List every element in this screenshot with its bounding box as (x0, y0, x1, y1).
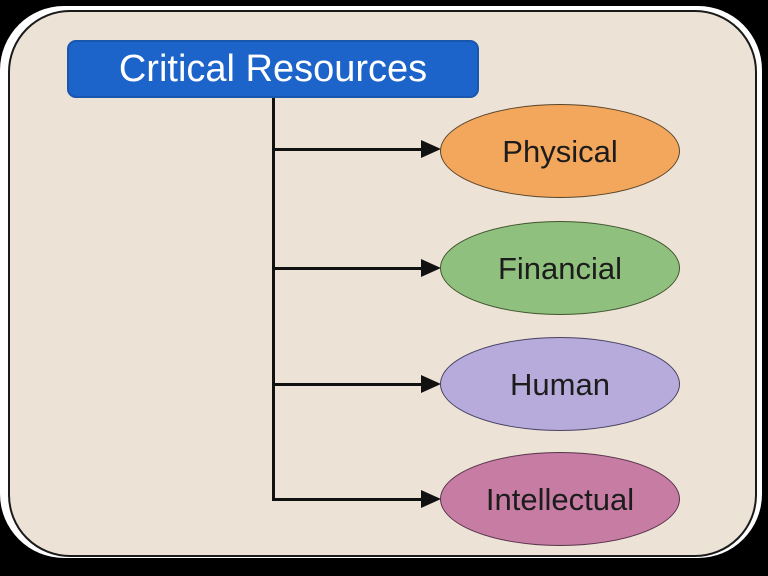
connector-branch-human (272, 383, 424, 386)
node-label: Financial (497, 250, 623, 286)
title-box: Critical Resources (67, 40, 479, 98)
node-intellectual: Intellectual (440, 452, 680, 546)
arrowhead-icon (421, 140, 441, 158)
connector-trunk (272, 98, 275, 501)
node-label: Intellectual (485, 481, 635, 517)
arrowhead-icon (421, 490, 441, 508)
node-financial: Financial (440, 221, 680, 315)
node-label: Physical (502, 133, 618, 169)
arrowhead-icon (421, 375, 441, 393)
node-human: Human (440, 337, 680, 431)
title-label: Critical Resources (118, 48, 428, 90)
connector-branch-financial (272, 267, 424, 270)
slide-background: Critical Resources Physical Financial Hu… (8, 10, 757, 557)
connector-branch-physical (272, 148, 424, 151)
arrowhead-icon (421, 259, 441, 277)
connector-branch-intellectual (272, 498, 424, 501)
node-label: Human (510, 366, 610, 402)
node-physical: Physical (440, 104, 680, 198)
